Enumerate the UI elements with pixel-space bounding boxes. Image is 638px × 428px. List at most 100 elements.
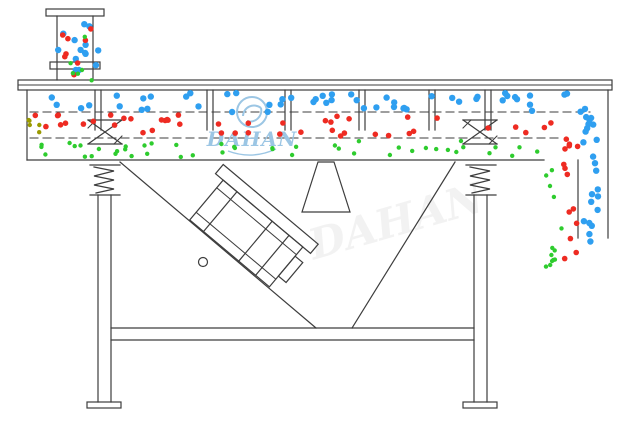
particle-red [140, 129, 146, 136]
particle-red [54, 112, 61, 119]
particle-green [551, 194, 557, 200]
particle-green [96, 146, 102, 152]
particle-blue [323, 99, 330, 107]
particle-blue [228, 108, 236, 116]
particle-green [219, 141, 224, 147]
particle-red [158, 117, 165, 123]
motor-shaft-end [277, 255, 304, 284]
particle-red [434, 115, 440, 121]
particle-red [298, 129, 304, 135]
particle-red [82, 37, 89, 44]
particle-red [32, 112, 39, 119]
particle-blue [400, 105, 407, 112]
particle-red [561, 255, 568, 262]
particle-blue [591, 160, 599, 167]
particle-green [190, 153, 195, 158]
particle-red [57, 122, 64, 128]
particle-red [43, 123, 49, 130]
particle-red [573, 220, 580, 227]
particle-green [547, 183, 553, 189]
particle-green [89, 78, 94, 83]
screen-box-lid [17, 79, 613, 91]
spring-mount-right [462, 119, 498, 145]
watermark-text: DAHAN [206, 127, 298, 151]
particle-red [62, 120, 69, 126]
particle-green [82, 34, 88, 39]
particle-green [487, 151, 492, 156]
particle-green [423, 145, 429, 151]
particle-blue [82, 41, 89, 48]
particle-blue [590, 121, 597, 128]
particle-blue [583, 113, 590, 121]
particle-blue [348, 91, 355, 98]
particle-blue [594, 206, 601, 214]
particle-green [145, 151, 150, 156]
particle-red [562, 146, 568, 152]
particle-red [62, 53, 68, 60]
particle-red [566, 209, 572, 215]
particle-green [550, 245, 555, 251]
particle-red [573, 249, 579, 256]
particle-blue [473, 95, 480, 103]
particle-green [336, 146, 341, 151]
particle-green [270, 146, 275, 151]
right-foot-plate [462, 401, 498, 409]
particle-red [337, 133, 344, 139]
particle-green [123, 147, 128, 152]
right-leg [462, 194, 498, 409]
particle-red [329, 127, 336, 134]
particle-red [406, 130, 413, 137]
particle-blue [588, 198, 595, 205]
particle-blue [587, 238, 594, 245]
particle-blue [593, 136, 600, 143]
particle-blue [528, 107, 536, 115]
particle-green [458, 138, 464, 144]
particle-blue [279, 96, 286, 103]
particle-blue [594, 193, 602, 200]
particle-blue [264, 108, 271, 116]
particle-red [548, 120, 554, 126]
particle-red [218, 130, 225, 136]
particle-green [543, 264, 549, 269]
particle-green [75, 71, 81, 76]
particle-green [332, 143, 338, 148]
particle-red [245, 120, 252, 126]
particle-red [121, 115, 127, 122]
particle-red [232, 130, 238, 136]
particle-red [280, 120, 286, 126]
particle-green [387, 152, 393, 158]
particle-green [549, 168, 555, 173]
particle-blue [586, 230, 593, 238]
particle-red [574, 143, 581, 150]
particle-green [493, 145, 498, 150]
particle-green [445, 147, 451, 153]
particle-blue [428, 93, 435, 100]
particle-green [356, 139, 362, 144]
particle-green [548, 262, 553, 268]
particle-green [232, 145, 238, 151]
particle-blue [233, 89, 240, 97]
particle-red [65, 35, 71, 42]
particle-red [215, 121, 222, 127]
particle-red [564, 171, 571, 178]
particle-red [372, 131, 379, 138]
particle-blue [53, 101, 60, 109]
particle-blue [383, 94, 390, 101]
particle-blue [328, 96, 335, 104]
support-spring-right [465, 164, 497, 196]
vibration-motor [188, 163, 320, 288]
particle-blue [577, 108, 584, 115]
particle-blue [390, 103, 398, 111]
particle-blue [526, 101, 534, 108]
particle-blue [266, 101, 273, 109]
particle-blue [147, 93, 154, 100]
particle-blue [328, 91, 336, 98]
particle-blue [116, 103, 123, 110]
particle-blue [183, 93, 190, 100]
particle-red [177, 121, 183, 127]
particle-red [566, 143, 573, 149]
particle-blue [92, 61, 100, 69]
particle-green [396, 145, 401, 150]
structure-lines [17, 8, 613, 409]
